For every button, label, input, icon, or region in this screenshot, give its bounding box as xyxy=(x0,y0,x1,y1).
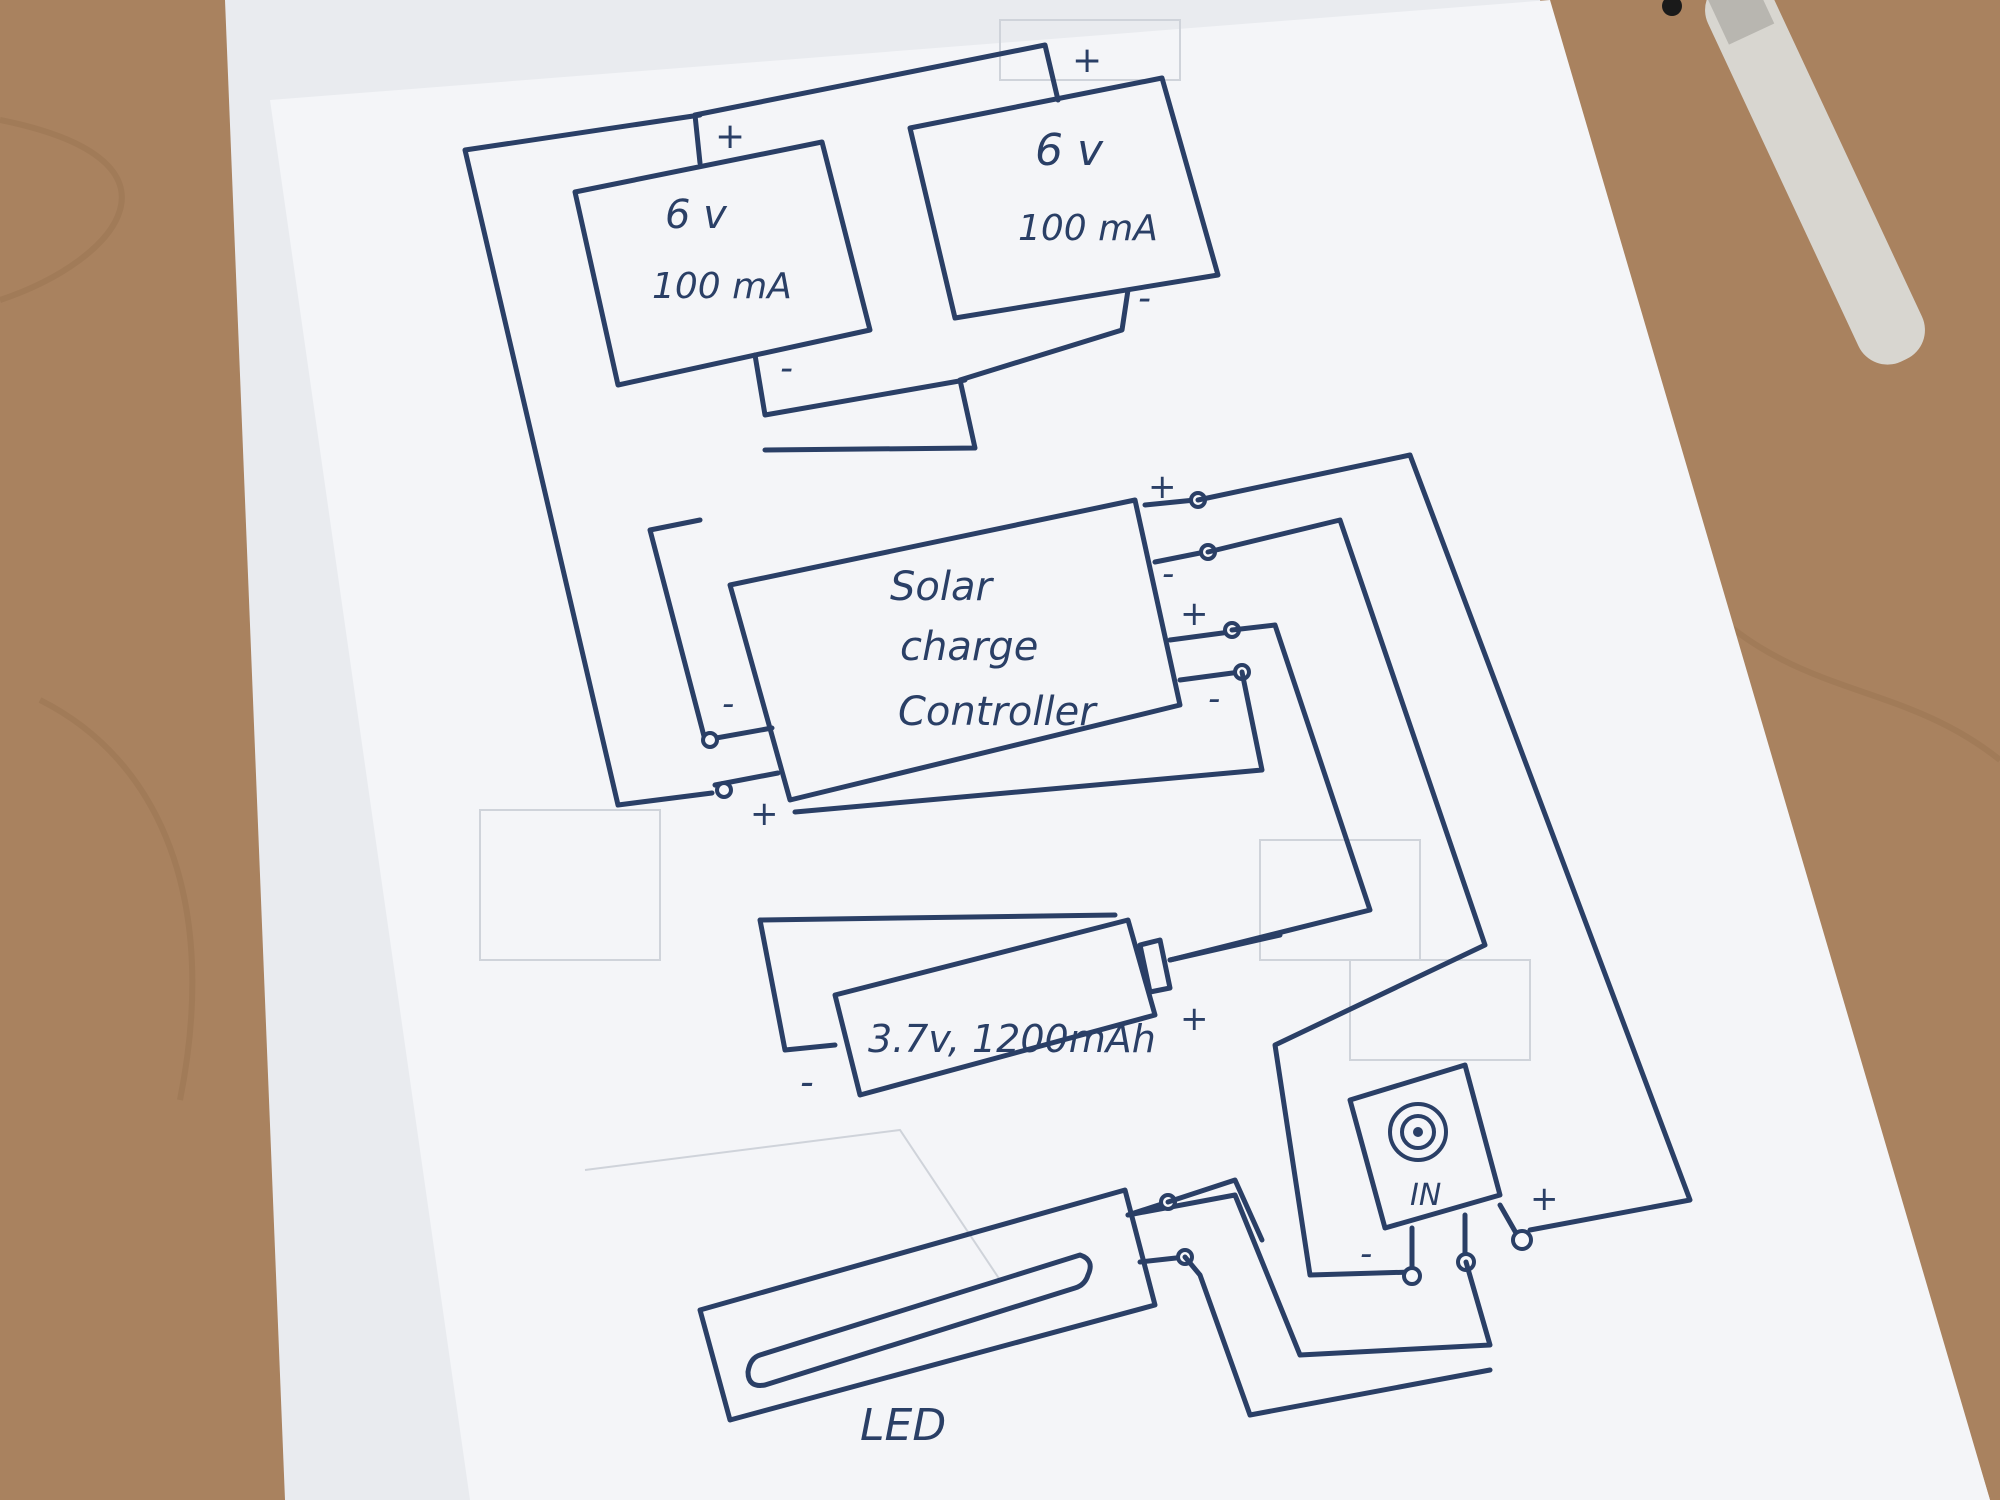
controller-out-minus-2-label: - xyxy=(1208,679,1220,719)
controller-in-minus-terminal xyxy=(701,731,719,749)
panel-wires xyxy=(462,42,1131,808)
switch: IN + - xyxy=(1125,1062,1559,1358)
controller-out-plus-2-label: + xyxy=(1180,594,1209,634)
wood-grain xyxy=(0,117,2000,1101)
switch-plus-label: + xyxy=(1530,1179,1559,1219)
battery: 3.7v, 1200mAh + - xyxy=(757,912,1283,1104)
panel-right-current: 100 mA xyxy=(1018,208,1158,249)
led-label: LED xyxy=(860,1400,946,1451)
panel-left-plus: + xyxy=(715,116,745,157)
battery-plus-label: + xyxy=(1180,999,1209,1039)
switch-label: IN xyxy=(1410,1178,1441,1213)
faint-marks xyxy=(479,19,1531,1281)
controller-output-wires xyxy=(792,452,1693,1278)
panel-left-current: 100 mA xyxy=(652,266,792,307)
panel-right-voltage: 6 v xyxy=(1035,125,1104,176)
controller-out-plus-1-label: + xyxy=(1148,467,1177,507)
battery-minus-label: - xyxy=(800,1060,814,1104)
panel-right-minus: - xyxy=(1138,278,1151,319)
controller-in-minus-label: - xyxy=(722,684,734,724)
solar-panel-left: 6 v 100 mA + - xyxy=(572,116,873,389)
panel-left-minus: - xyxy=(780,348,793,389)
controller-out-minus-1-label: - xyxy=(1162,554,1174,594)
controller-line-1: Solar xyxy=(890,564,994,610)
controller-line-2: charge xyxy=(900,624,1038,670)
panel-left-voltage: 6 v xyxy=(665,192,728,238)
battery-label: 3.7v, 1200mAh xyxy=(868,1017,1156,1061)
paper-sheet xyxy=(270,0,1990,1500)
controller-in-plus-label: + xyxy=(750,794,779,834)
pen xyxy=(1662,0,1925,365)
switch-minus-terminal xyxy=(1402,1266,1422,1286)
controller-in-plus-terminal xyxy=(715,781,733,799)
solar-charge-controller: Solar charge Controller - + + - + - xyxy=(701,467,1251,834)
led-strip: LED xyxy=(697,1177,1493,1451)
solar-panel-right: 6 v 100 mA + - xyxy=(907,40,1221,321)
controller-line-3: Controller xyxy=(898,689,1098,735)
panel-right-plus: + xyxy=(1072,40,1102,81)
switch-minus-label: - xyxy=(1360,1234,1372,1274)
switch-plus-terminal xyxy=(1511,1229,1533,1251)
